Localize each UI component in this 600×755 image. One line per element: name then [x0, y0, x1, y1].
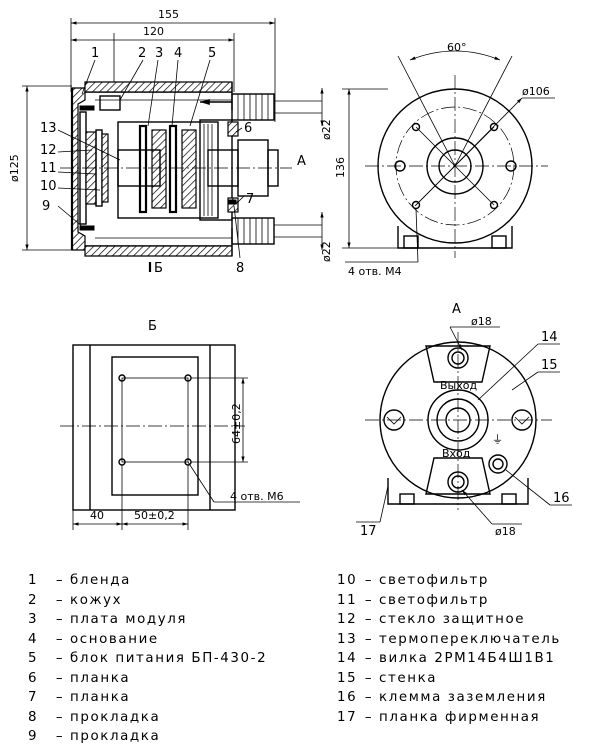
callout-12: 12 [40, 143, 57, 158]
label-holes-m6: 4 отв. М6 [230, 490, 284, 503]
dim-dia-18-top: ø18 [471, 315, 492, 328]
legend-item: 15 – стенка [337, 670, 438, 686]
dim-120: 120 [143, 25, 164, 38]
legend-column-left: 1 – бленда 2 – кожух 3 – плата модуля 4 … [28, 573, 267, 749]
callout-11: 11 [40, 161, 57, 176]
dim-dia-125: ø125 [8, 154, 21, 182]
label-holes-m4: 4 отв. М4 [348, 265, 402, 278]
legend-item: 13 – термопереключатель [337, 631, 561, 647]
callout-15: 15 [541, 358, 558, 373]
technical-drawing: 155 120 ø125 [8, 8, 572, 539]
ground-icon: ⏚ [492, 433, 503, 446]
callout-8: 8 [236, 261, 244, 276]
dim-dia-18-bottom: ø18 [495, 525, 516, 538]
legend-item: 4 – основание [28, 631, 159, 647]
callout-10: 10 [40, 179, 57, 194]
callout-7: 7 [246, 192, 254, 207]
dim-50: 50±0,2 [134, 509, 175, 522]
legend-item: 12 – стекло защитное [337, 612, 526, 627]
callout-17: 17 [360, 524, 377, 539]
callout-6: 6 [244, 121, 252, 136]
view-b: Б 64±0,2 4 отв. М6 40 50±0,2 [60, 319, 300, 530]
legend-item: 1 – бленда [28, 573, 131, 588]
view-b-title: Б [148, 319, 157, 334]
legend-item: 11 – светофильтр [337, 592, 490, 608]
section-label-b: Б [154, 261, 163, 276]
front-view: 60° ø106 136 4 отв. М4 [334, 41, 555, 278]
legend-item: 3 – плата модуля [28, 612, 188, 627]
callout-16: 16 [553, 491, 570, 506]
callout-4: 4 [174, 46, 182, 61]
dim-dia-106: ø106 [522, 85, 550, 98]
dim-dia-22-bottom: ø22 [320, 241, 333, 262]
callout-2: 2 [138, 46, 146, 61]
parts-legend: 1 – бленда 2 – кожух 3 – плата модуля 4 … [0, 565, 600, 755]
callout-3: 3 [155, 46, 163, 61]
legend-item: 17 – планка фирменная [337, 709, 541, 725]
legend-item: 5 – блок питания БП-430-2 [28, 651, 268, 666]
dim-155: 155 [158, 8, 179, 21]
legend-item: 7 – планка [28, 690, 131, 705]
dim-dia-22-top: ø22 [320, 119, 333, 140]
port-input-label: Вход [442, 447, 471, 460]
section-view: 155 120 ø125 [8, 8, 333, 276]
dim-height-136: 136 [334, 157, 347, 178]
legend-item: 2 – кожух [28, 592, 123, 608]
view-a: А Выход Вход ⏚ ø18 [356, 302, 572, 539]
legend-column-right: 10 – светофильтр 11 – светофильтр 12 – с… [337, 573, 561, 729]
dim-angle-60: 60° [447, 41, 467, 54]
legend-item: 9 – прокладка [28, 729, 161, 744]
port-output-label: Выход [440, 379, 477, 392]
callout-13: 13 [40, 121, 57, 136]
callout-5: 5 [208, 46, 216, 61]
callout-1: 1 [91, 46, 99, 61]
legend-item: 6 – планка [28, 670, 131, 686]
dim-64: 64±0,2 [230, 403, 243, 444]
callout-14: 14 [541, 330, 558, 345]
legend-item: 16 – клемма заземления [337, 690, 547, 705]
legend-item: 10 – светофильтр [337, 573, 490, 588]
view-a-title: А [452, 302, 461, 317]
callout-9: 9 [42, 199, 50, 214]
section-label-a: А [297, 154, 306, 169]
legend-item: 8 – прокладка [28, 709, 161, 725]
dim-40: 40 [90, 509, 104, 522]
legend-item: 14 – вилка 2РМ14Б4Ш1В1 [337, 651, 556, 666]
